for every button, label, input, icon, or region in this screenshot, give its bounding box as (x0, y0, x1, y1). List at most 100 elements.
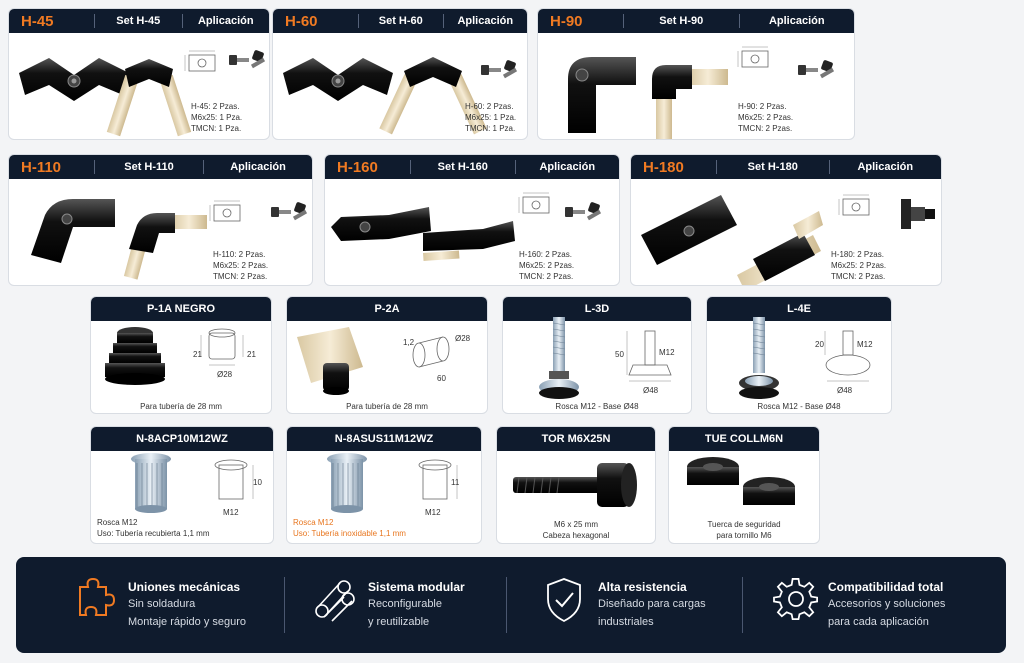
feature-title: Sistema modular (368, 580, 465, 594)
spec-line: H-160: 2 Pzas. (519, 250, 572, 259)
spec-line: H-45: 2 Pzas. (191, 102, 240, 111)
joint-image (331, 207, 431, 241)
header-divider (181, 14, 183, 28)
header-divider (623, 14, 624, 28)
header-divider (442, 14, 444, 28)
application-label: Aplicación (197, 15, 254, 27)
product-card-p1a[interactable]: P-1A NEGRO 21 21 Ø28 Para tubería de 28 … (90, 296, 272, 414)
dim-label: 21 (193, 350, 202, 359)
card-header: H-45 Set H-45 Aplicación (9, 9, 269, 33)
product-card-p2a[interactable]: P-2A 1,2 Ø28 60 Para tubería de 28 mm (286, 296, 488, 414)
pipe-assembly-image (737, 211, 823, 285)
product-code: H-160 (337, 158, 378, 176)
set-label: Set H-160 (437, 161, 488, 173)
pipe-assembly-image (423, 221, 515, 261)
product-card-tue-collm6n[interactable]: TUE COLLM6N Tuerca de seguridad para tor… (668, 426, 820, 544)
card-header: H-180 Set H-180 Aplicación (631, 155, 941, 179)
dim-label: 10 (253, 478, 262, 487)
dim-label: M12 (223, 508, 239, 517)
dim-label: Ø48 (643, 386, 659, 395)
pipe-cap-image (297, 327, 363, 395)
product-code: H-60 (285, 12, 318, 30)
product-card-h45[interactable]: H-45 Set H-45 Aplicación H-45: 2 Pzas. M… (8, 8, 270, 140)
feature-title: Compatibilidad total (828, 580, 944, 594)
dim-label: M12 (425, 508, 441, 517)
product-card-h110[interactable]: H-110 Set H-110 Aplicación H-110: 2 Pzas… (8, 154, 313, 286)
spec-list: H-45: 2 Pzas. M6x25: 1 Pza. TMCN: 1 Pza. (191, 101, 242, 134)
spec-line: H-110: 2 Pzas. (213, 250, 266, 259)
spec-line: M6x25: 1 Pza. (465, 113, 517, 122)
caption-line: Rosca M12 (293, 518, 334, 527)
product-card-tor-m6x25n[interactable]: TOR M6X25N M6 x 25 mm Cabeza hexagonal (496, 426, 656, 544)
feature-line: industriales (598, 616, 654, 628)
plug-schematic (200, 328, 244, 366)
product-card-h180[interactable]: H-180 Set H-180 Aplicación H-180: 2 Pzas… (630, 154, 942, 286)
caption-line: para tornillo M6 (716, 531, 772, 540)
spec-list: H-110: 2 Pzas. M6x25: 2 Pzas. TMCN: 2 Pz… (213, 249, 268, 282)
spec-line: H-60: 2 Pzas. (465, 102, 514, 111)
parts-image (481, 59, 518, 79)
spec-line: TMCN: 1 Pza. (191, 124, 242, 133)
product-caption: Tuerca de seguridad para tornillo M6 (669, 519, 819, 541)
spec-line: TMCN: 2 Pzas. (831, 272, 886, 281)
feature-line: Accesorios y soluciones (828, 598, 946, 610)
product-caption: Para tubería de 28 mm (346, 402, 428, 411)
spec-line: H-90: 2 Pzas. (738, 102, 787, 111)
card-header: H-90 Set H-90 Aplicación (538, 9, 854, 33)
card-header: P-1A NEGRO (91, 297, 271, 321)
caption-line: Rosca M12 (97, 518, 138, 527)
spec-line: TMCN: 2 Pzas. (738, 124, 793, 133)
foot-schematic (824, 330, 871, 382)
header-divider (94, 14, 95, 28)
set-label: Set H-180 (747, 161, 798, 173)
spec-line: M6x25: 2 Pzas. (519, 261, 575, 270)
product-caption: Rosca M12 - Base Ø48 (555, 402, 639, 411)
card-header: P-2A (287, 297, 487, 321)
product-card-l3d[interactable]: L-3D 50 M12 Ø48 Rosca M12 - Base Ø48 (502, 296, 692, 414)
application-label: Aplicación (857, 161, 914, 173)
product-card-h160[interactable]: H-160 Set H-160 Aplicación H-160: 2 Pzas… (324, 154, 620, 286)
caption-line: Tuerca de seguridad (707, 520, 781, 529)
product-card-l4e[interactable]: L-4E 20 M12 Ø48 Rosca M12 - Base Ø48 (706, 296, 892, 414)
product-card-h60[interactable]: H-60 Set H-60 Aplicación H-60: 2 Pzas. M… (272, 8, 528, 140)
caption-line: Cabeza hexagonal (542, 531, 610, 540)
leveling-foot-image (739, 317, 779, 399)
feature-line: Diseñado para cargas (598, 598, 706, 610)
feature-modular-system: Sistema modular Reconfigurable y reutili… (314, 557, 514, 653)
header-divider (716, 160, 717, 174)
dim-label: M12 (857, 340, 873, 349)
product-card-h90[interactable]: H-90 Set H-90 Aplicación H-90: 2 Pzas. M… (537, 8, 855, 140)
dim-label: 11 (451, 478, 460, 487)
product-caption: Rosca M12 - Base Ø48 (757, 402, 841, 411)
feature-line: y reutilizable (368, 616, 430, 628)
set-label: Set H-60 (378, 15, 423, 27)
product-caption: Rosca M12 Uso: Tubería inoxidable 1,1 mm (293, 517, 406, 539)
foot-schematic (626, 330, 672, 382)
product-caption: Para tubería de 28 mm (140, 402, 222, 411)
dim-label: Ø28 (217, 370, 233, 379)
feature-divider (506, 577, 507, 633)
card-header: H-110 Set H-110 Aplicación (9, 155, 312, 179)
schematic-image (184, 50, 216, 72)
spec-line: M6x25: 2 Pzas. (738, 113, 794, 122)
joint-image (568, 57, 636, 133)
dim-label: 60 (437, 374, 446, 383)
header-divider (828, 160, 830, 174)
product-card-n8asus[interactable]: N-8ASUS11M12WZ 11 M12 Rosca M12 Uso: Tub… (286, 426, 482, 544)
card-header: N-8ASUS11M12WZ (287, 427, 481, 451)
lock-nut-image (687, 457, 795, 505)
parts-image (229, 49, 266, 69)
header-divider (358, 14, 359, 28)
product-caption: Rosca M12 Uso: Tubería recubierta 1,1 mm (97, 517, 210, 539)
feature-total-compatibility: Compatibilidad total Accesorios y soluci… (773, 557, 984, 653)
schematic-image (737, 46, 769, 68)
dim-label: M12 (659, 348, 675, 357)
joint-image (282, 57, 394, 102)
application-label: Aplicación (457, 15, 514, 27)
gear-icon (773, 578, 819, 621)
product-card-n8acp[interactable]: N-8ACP10M12WZ 10 M12 Rosca M12 Uso: Tube… (90, 426, 274, 544)
card-header: H-60 Set H-60 Aplicación (273, 9, 527, 33)
set-label: Set H-110 (124, 161, 174, 173)
parts-image (565, 201, 602, 221)
spec-line: TMCN: 2 Pzas. (519, 272, 574, 281)
